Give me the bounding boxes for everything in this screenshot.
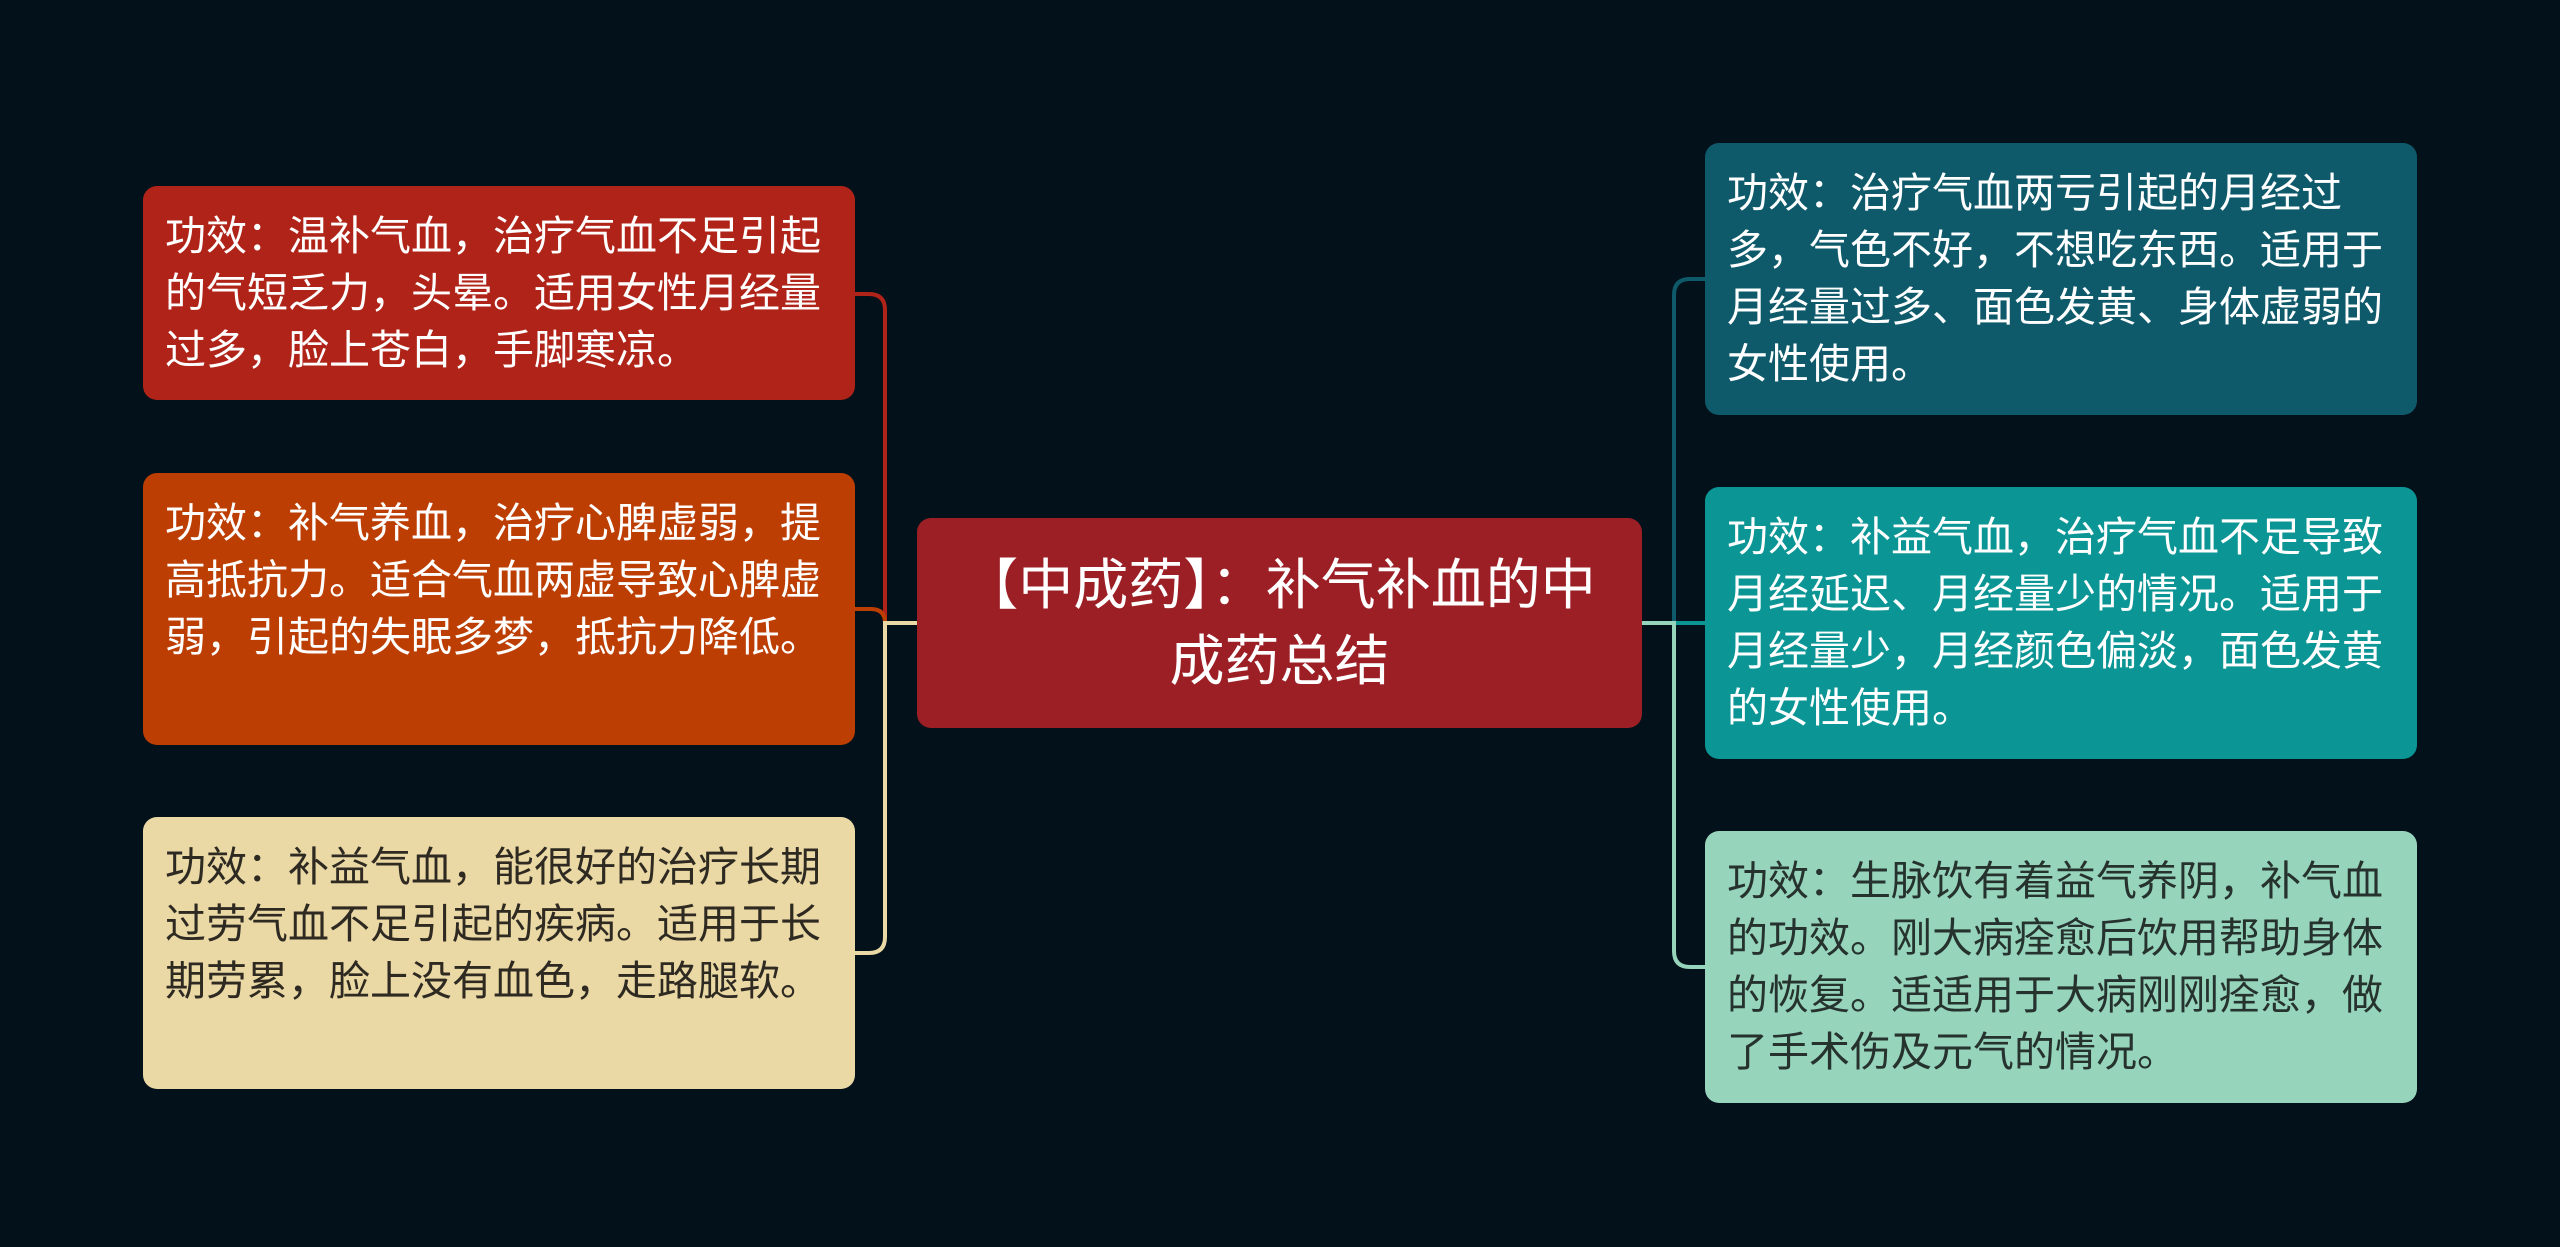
node-text: 功效：补益气血，能很好的治疗长期过劳气血不足引起的疾病。适用于长期劳累，脸上没有… [165,843,821,1005]
right-node-3[interactable]: 功效：生脉饮有着益气养阴，补气血的功效。刚大病痊愈后饮用帮助身体的恢复。适适用于… [1705,831,2417,1103]
left-node-3[interactable]: 功效：补益气血，能很好的治疗长期过劳气血不足引起的疾病。适用于长期劳累，脸上没有… [143,817,855,1089]
node-text: 功效：温补气血，治疗气血不足引起的气短乏力，头晕。适用女性月经量过多，脸上苍白，… [165,212,821,374]
central-topic-title: 【中成药】：补气补血的中成药总结 [963,553,1596,693]
connector-right-3 [1642,621,1705,969]
connector-right-1 [1642,277,1705,625]
node-text: 功效：生脉饮有着益气养阴，补气血的功效。刚大病痊愈后饮用帮助身体的恢复。适适用于… [1727,857,2383,1076]
left-node-2[interactable]: 功效：补气养血，治疗心脾虚弱，提高抵抗力。适合气血两虚导致心脾虚弱，引起的失眠多… [143,473,855,745]
right-node-1[interactable]: 功效：治疗气血两亏引起的月经过多，气色不好，不想吃东西。适用于月经量过多、面色发… [1705,143,2417,415]
central-topic[interactable]: 【中成药】：补气补血的中成药总结 [917,518,1642,728]
node-text: 功效：治疗气血两亏引起的月经过多，气色不好，不想吃东西。适用于月经量过多、面色发… [1727,169,2383,388]
right-node-2[interactable]: 功效：补益气血，治疗气血不足导致月经延迟、月经量少的情况。适用于月经量少，月经颜… [1705,487,2417,759]
connector-left-1 [855,292,917,625]
connector-left-3 [855,621,917,955]
node-text: 功效：补益气血，治疗气血不足导致月经延迟、月经量少的情况。适用于月经量少，月经颜… [1727,513,2383,732]
node-text: 功效：补气养血，治疗心脾虚弱，提高抵抗力。适合气血两虚导致心脾虚弱，引起的失眠多… [165,499,821,661]
left-node-1[interactable]: 功效：温补气血，治疗气血不足引起的气短乏力，头晕。适用女性月经量过多，脸上苍白，… [143,186,855,400]
